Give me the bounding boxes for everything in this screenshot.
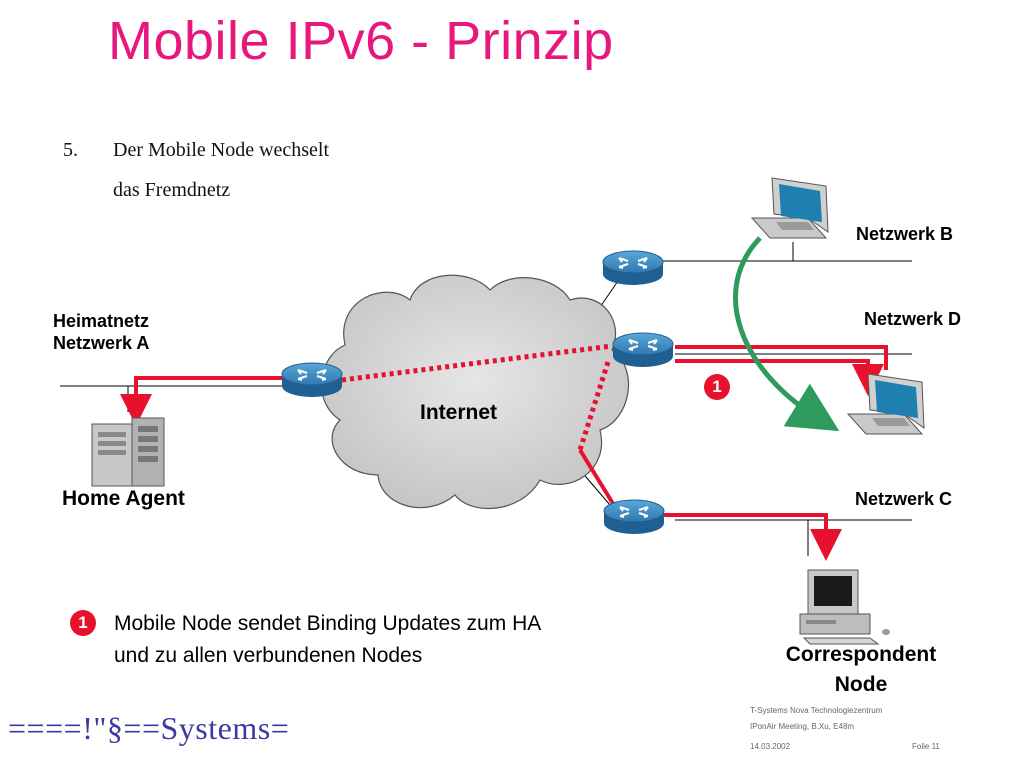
step-line-1: Der Mobile Node wechselt	[113, 139, 330, 161]
footer-meeting: IPonAir Meeting, B.Xu, E48m	[750, 722, 855, 731]
bullet-icon: 1	[704, 374, 730, 400]
label-heimatnetz-line-1: Heimatnetz	[53, 311, 150, 331]
router-icon	[602, 250, 664, 286]
desktop-computer-icon	[799, 569, 890, 645]
label-correspondent-line-2: Node	[834, 673, 888, 696]
router-icon	[603, 499, 665, 535]
internet-cloud	[320, 274, 629, 510]
laptop-icon	[750, 177, 829, 239]
label-internet: Internet	[420, 401, 498, 424]
tunnel-paths	[341, 343, 613, 451]
step-line-2: das Fremdnetz	[113, 179, 231, 201]
note-line-2: und zu allen verbundenen Nodes	[114, 644, 423, 667]
router-icon	[612, 332, 674, 368]
note-text: Mobile Node sendet Binding Updates zum H…	[114, 608, 674, 672]
label-home-agent: Home Agent	[62, 487, 185, 510]
router-icon	[281, 362, 343, 398]
footer-org: T-Systems Nova Technologiezentrum	[750, 706, 883, 715]
step-number: 5.	[63, 139, 78, 161]
label-correspondent-node: Correspondent Node	[766, 640, 956, 700]
brand-logo-text: ====!"§==Systems=	[8, 710, 290, 746]
movement-arrow	[733, 236, 840, 432]
slide-title: Mobile IPv6 - Prinzip	[108, 11, 614, 71]
label-netzwerk-b: Netzwerk B	[856, 224, 954, 244]
laptop-icon	[846, 373, 925, 435]
label-netzwerk-c: Netzwerk C	[855, 489, 953, 509]
label-correspondent-line-1: Correspondent	[785, 643, 937, 666]
step-badge: 1	[704, 374, 730, 400]
footer-slide-number: Folie 11	[912, 742, 940, 751]
label-heimatnetz: Heimatnetz Netzwerk A	[53, 310, 149, 354]
bullet-icon: 1	[70, 610, 96, 636]
label-heimatnetz-line-2: Netzwerk A	[53, 333, 150, 353]
network-lines	[60, 242, 912, 556]
server-icon	[91, 417, 165, 487]
step-description: Der Mobile Node wechselt das Fremdnetz	[113, 130, 433, 210]
note-line-1: Mobile Node sendet Binding Updates zum H…	[114, 612, 542, 635]
footer-date: 14.03.2002	[750, 742, 791, 751]
label-netzwerk-d: Netzwerk D	[864, 309, 962, 329]
